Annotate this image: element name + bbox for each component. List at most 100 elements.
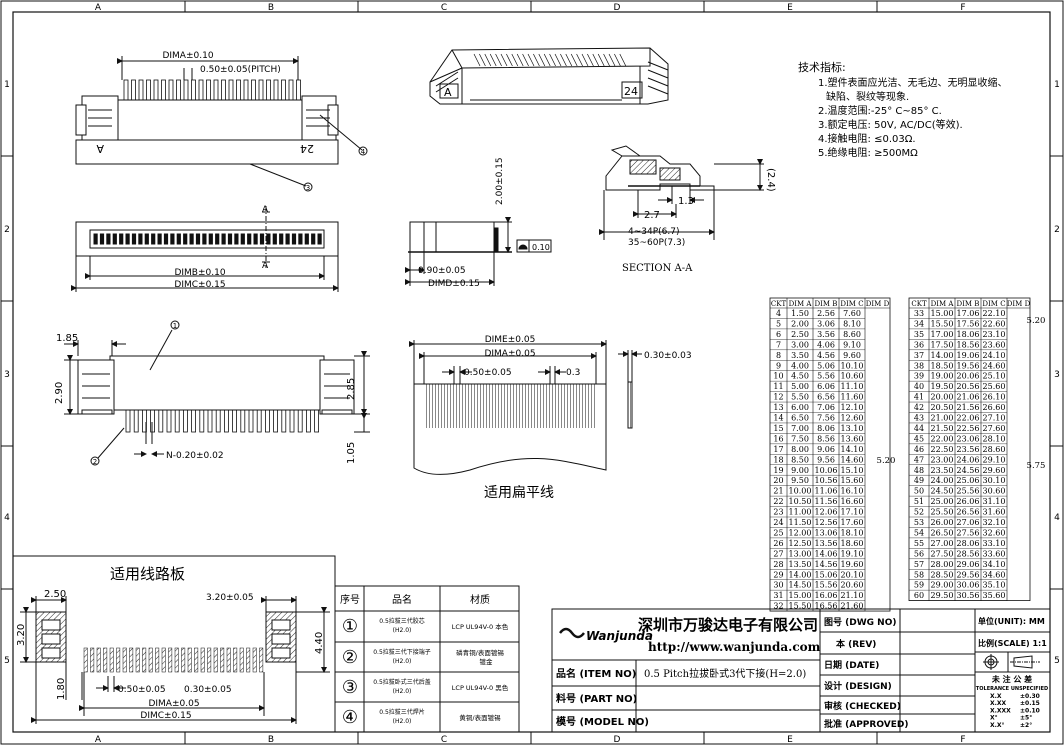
- scale-label: 比例(SCALE) 1:1: [978, 638, 1047, 648]
- dim-table-cell: 28.60: [983, 445, 1006, 454]
- top-pin: [266, 79, 271, 101]
- dim-table-cell: 30.10: [983, 476, 1006, 485]
- dim-table-cell: 22.50: [931, 445, 954, 454]
- dim-table-cell: 21.06: [957, 393, 980, 402]
- dim-table-cell: 27: [773, 549, 783, 558]
- dim-table-cell: 26.60: [983, 403, 1006, 412]
- section-range-1: 4~34P(6.7): [628, 227, 679, 237]
- dim-table-cell: 16.06: [815, 591, 838, 600]
- iso-pin: [511, 53, 519, 67]
- dim-table-cell: 15.60: [841, 476, 864, 485]
- end-pin: [133, 409, 139, 433]
- dim-table-cell: 15.00: [789, 591, 812, 600]
- dim-table-cell: 29.10: [983, 455, 1006, 464]
- dim-table-cell: 24.60: [983, 361, 1006, 370]
- dim-table-cell: 25: [773, 528, 783, 537]
- dim-table-cell: 44: [914, 424, 924, 433]
- dim-table-cell: 25.50: [931, 508, 954, 517]
- end-pin: [125, 409, 131, 433]
- dim-table-cell: 15.06: [815, 570, 838, 579]
- front-pin: [131, 233, 137, 245]
- front-pin: [189, 233, 194, 245]
- top-view-pins: [123, 79, 301, 101]
- front-pin: [215, 233, 220, 245]
- dim-table-header: DIM D: [866, 300, 890, 308]
- dim-table-cell: 41: [914, 393, 924, 402]
- front-pin: [157, 233, 162, 245]
- dim-table-cell: 25.10: [983, 372, 1006, 381]
- end-pin: [158, 409, 164, 433]
- dim-table-cell: 6.00: [791, 403, 809, 412]
- pcb-pad: [148, 647, 153, 673]
- tech-line-1b: 缺陷、裂纹等现象.: [826, 90, 909, 103]
- dim-table-cell: 14.10: [841, 445, 864, 454]
- dim-table-cell: 39: [914, 372, 924, 381]
- iso-pin: [565, 53, 573, 67]
- end-view-pins: [125, 409, 320, 433]
- dim-table-cell: 4: [776, 309, 781, 318]
- dim-table-cell: 4.56: [817, 351, 835, 360]
- front-pin: [138, 233, 143, 245]
- front-pin: [221, 233, 226, 245]
- iso-pin: [543, 53, 551, 67]
- dim-table-cell: 17.10: [841, 508, 864, 517]
- dim-table-header: DIM B: [957, 300, 980, 308]
- pcb-pad: [200, 647, 205, 673]
- dim-table-cell: 11.60: [841, 393, 864, 402]
- tolerance-key: X°: [990, 715, 998, 722]
- dim-table-cell: 29: [773, 570, 783, 579]
- dim-table-cell: 12.10: [841, 403, 864, 412]
- dim-table-cell: 26.00: [931, 518, 954, 527]
- row-marker-left: 2: [4, 225, 10, 235]
- fpc-thickness: 0.30±0.03: [644, 351, 692, 361]
- col-marker-bottom: D: [614, 735, 621, 745]
- tech-line-4: 4.接触电阻: ≤0.03Ω.: [818, 132, 916, 145]
- end-pin: [248, 409, 254, 433]
- bom-header-name: 品名: [392, 593, 412, 606]
- dim-table-cell: 13.10: [841, 424, 864, 433]
- iso-pin: [495, 53, 502, 67]
- dim-table-header: DIM B: [815, 300, 838, 308]
- dim-table-cell: 14.50: [789, 581, 812, 590]
- front-dim-b: DIMB±0.10: [174, 268, 225, 278]
- dim-table-cell: 9: [776, 361, 781, 370]
- fpc-pitch: 0.50±0.05: [464, 368, 512, 378]
- front-pin: [119, 233, 124, 245]
- tolerance-key: X.X°: [990, 722, 1005, 729]
- tech-line-5: 5.绝缘电阻: ≥500MΩ: [818, 146, 918, 159]
- row-marker-right: 4: [1054, 513, 1060, 523]
- col-marker-bottom: C: [441, 735, 447, 745]
- top-pin: [168, 79, 174, 101]
- col-marker-bottom: F: [960, 735, 965, 745]
- top-pin: [281, 79, 286, 101]
- pcb-pads: [83, 647, 264, 673]
- dim-table-cell: 7.50: [791, 434, 809, 443]
- col-marker-top: F: [960, 3, 965, 13]
- pcb-pad: [116, 647, 121, 673]
- top-pin: [123, 79, 129, 101]
- pcb-dim-a: DIMA±0.05: [148, 699, 199, 709]
- dim-table-cell: 15.56: [815, 581, 838, 590]
- dim-table-cell: 52: [914, 508, 924, 517]
- end-pin: [256, 409, 262, 433]
- dim-table-cell: 22.56: [957, 424, 980, 433]
- dim-table-cell: 3.00: [791, 340, 809, 349]
- dim-table-cell: 28.00: [931, 560, 954, 569]
- dim-table-cell: 15: [773, 424, 783, 433]
- dim-table-cell: 11.50: [789, 518, 812, 527]
- dim-table-cell: 24.56: [957, 466, 980, 475]
- col-marker-bottom: A: [95, 735, 102, 745]
- dim-table-cell: 4.50: [791, 372, 809, 381]
- tolerance-subtitle: TOLERANCE UNSPECIFIED: [976, 686, 1048, 692]
- dim-table-header: DIM D: [1007, 300, 1031, 308]
- dim-table-cell: 20.00: [931, 393, 954, 402]
- dim-d-right-1: 5.20: [1027, 316, 1046, 326]
- dim-table-cell: 54: [914, 528, 924, 537]
- pcb-pad: [168, 647, 173, 673]
- pcb-dim-c: DIMC±0.15: [140, 711, 191, 721]
- dim-table-cell: 28.06: [957, 539, 980, 548]
- dim-table-cell: 33: [914, 309, 924, 318]
